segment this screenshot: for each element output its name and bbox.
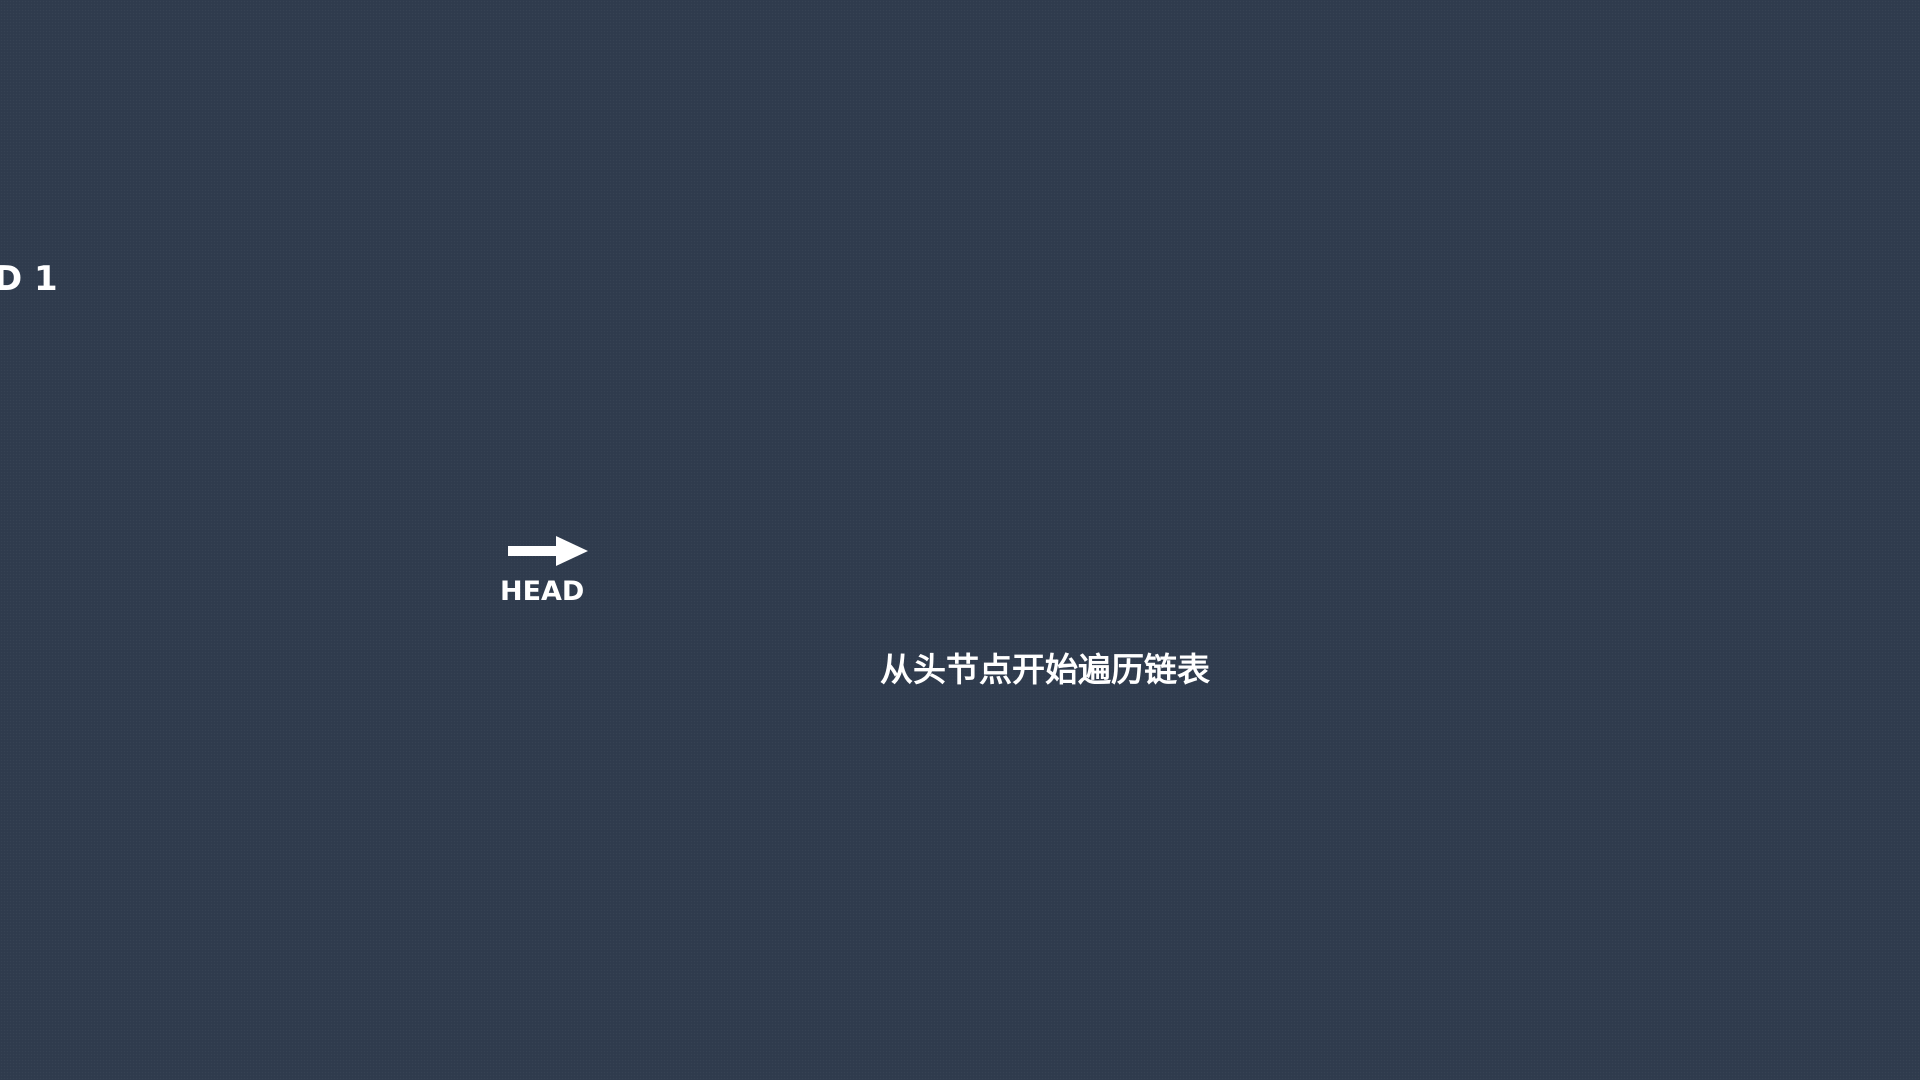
faded-node-row bbox=[650, 520, 1750, 565]
right-arrow-icon bbox=[508, 536, 588, 566]
head-pointer: HEAD bbox=[500, 534, 590, 614]
head-label: HEAD bbox=[500, 576, 585, 607]
partial-node-label: D 1 bbox=[0, 259, 58, 299]
step-caption: 从头节点开始遍历链表 bbox=[880, 650, 1210, 689]
